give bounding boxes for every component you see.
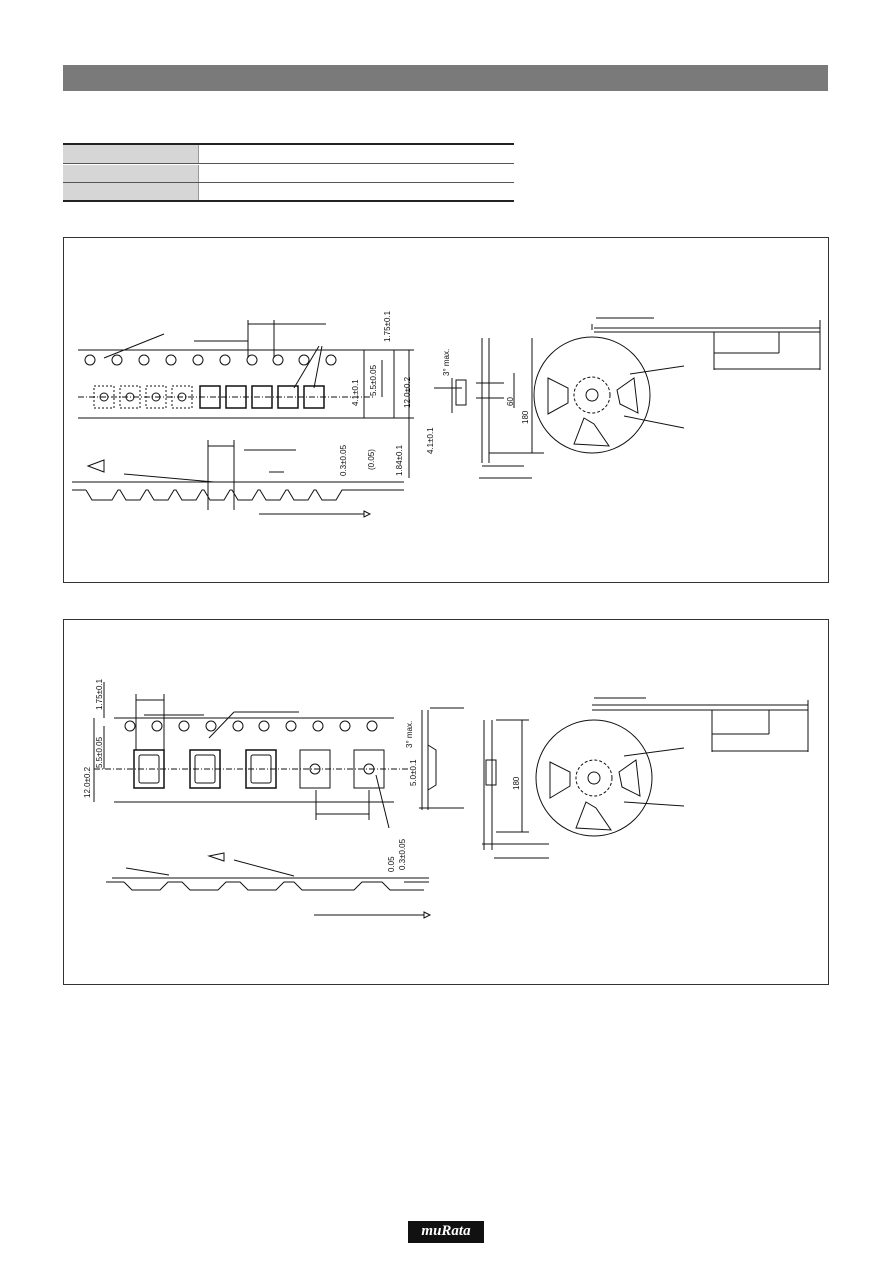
- logo-text: muRata: [421, 1223, 471, 1239]
- dim-cavity-center: 5.5±0.05: [369, 364, 378, 396]
- dim-cover-thickness: (0.05): [367, 449, 376, 470]
- dim-hub-diameter: 60: [506, 397, 515, 406]
- dim-cavity-depth: 5.0±0.1: [409, 759, 418, 786]
- table-row-label: [63, 183, 198, 201]
- table-row-value: [198, 165, 515, 183]
- section-header-bar: [63, 65, 828, 91]
- tape-drawing-panel-1: 1.75±0.1 5.5±0.05 12.0±0.2 4.1±0.1 0.3±0…: [63, 237, 829, 583]
- dim-tape-width: 12.0±0.2: [83, 766, 92, 798]
- dim-cavity-center: 5.5±0.05: [95, 736, 104, 768]
- dim-sprocket-offset: 1.75±0.1: [95, 678, 104, 710]
- table-row: [63, 183, 514, 201]
- table-separator: [63, 163, 514, 164]
- table-rule-bottom: [63, 200, 514, 202]
- dim-tape-thickness: 0.3±0.05: [339, 444, 348, 476]
- dim-reel-diameter: 180: [521, 410, 530, 424]
- tape-drawing-2: 1.75±0.1 12.0±0.2 5.5±0.05 3° max. 5.0±0…: [83, 678, 809, 919]
- dim-tilt-angle: 3° max.: [442, 349, 451, 376]
- tape-drawing-panel-2: 1.75±0.1 12.0±0.2 5.5±0.05 3° max. 5.0±0…: [63, 619, 829, 985]
- dim-reel-diameter: 180: [512, 776, 521, 790]
- dim-cover-thickness: 0.05: [387, 856, 396, 872]
- table-row-label: [63, 145, 198, 163]
- table-rule-top: [63, 143, 514, 145]
- dim-tilt-angle: 3° max.: [405, 721, 414, 748]
- tape-drawing-1: 1.75±0.1 5.5±0.05 12.0±0.2 4.1±0.1 0.3±0…: [72, 310, 821, 518]
- table-row: [63, 165, 514, 183]
- dim-cavity-pitch: 4.1±0.1: [351, 379, 360, 406]
- dim-tape-width: 12.0±0.2: [403, 376, 412, 408]
- table-row: [63, 145, 514, 163]
- table-row-value: [198, 145, 515, 163]
- dim-hub-width: 4.1±0.1: [426, 427, 435, 454]
- table-row-value: [198, 183, 515, 201]
- table-separator: [63, 182, 514, 183]
- dim-tape-thickness: 0.3±0.05: [398, 838, 407, 870]
- dim-cavity-depth: 1.84±0.1: [395, 444, 404, 476]
- dim-sprocket-offset: 1.75±0.1: [383, 310, 392, 342]
- table-row-label: [63, 165, 198, 183]
- murata-logo: muRata: [408, 1221, 484, 1243]
